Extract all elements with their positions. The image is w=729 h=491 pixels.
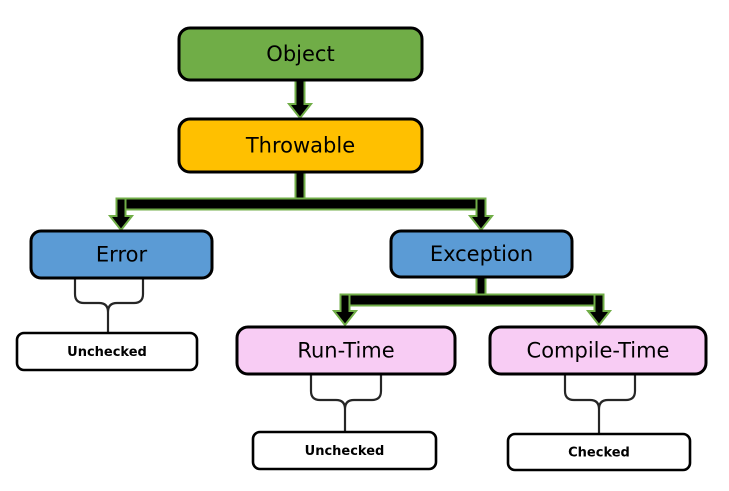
connector-exception-to-children [331, 276, 613, 327]
arrow-shape [286, 79, 314, 120]
node-compiletime[interactable]: Compile-Time [488, 325, 708, 376]
node-box-compiletime-checked[interactable] [506, 432, 692, 472]
brace-curve [73, 278, 145, 313]
node-label-compiletime: Compile-Time [527, 339, 670, 363]
node-box-runtime-unchecked[interactable] [251, 430, 438, 471]
node-label-runtime: Run-Time [297, 339, 394, 363]
connector-object-to-throwable [286, 79, 314, 120]
brace-curve [563, 374, 637, 410]
node-label-exception: Exception [430, 242, 533, 266]
arrow-shape-right [467, 197, 495, 232]
node-label-error: Error [96, 243, 148, 267]
node-error[interactable]: Error [29, 229, 214, 280]
node-label-compiletime-checked: Checked [568, 446, 630, 461]
arrow-shape-right [585, 293, 613, 327]
node-label-error-unchecked: Unchecked [67, 345, 147, 360]
node-box-runtime[interactable] [235, 325, 457, 376]
connector-runtime-brace [309, 374, 383, 431]
node-runtime-unchecked[interactable]: Unchecked [251, 430, 438, 471]
connector-throwable-to-children [107, 171, 495, 232]
arrow-shape-left [107, 197, 135, 232]
node-box-error-unchecked[interactable] [15, 331, 199, 372]
connector-compiletime-brace [563, 374, 637, 433]
node-compiletime-checked[interactable]: Checked [506, 432, 692, 472]
node-label-throwable: Throwable [245, 134, 355, 158]
connector-bar [115, 197, 487, 211]
arrow-shape-left [331, 293, 359, 327]
connector-bar [339, 293, 605, 307]
node-label-object: Object [266, 42, 334, 66]
connector-error-brace [73, 278, 145, 332]
node-runtime[interactable]: Run-Time [235, 325, 457, 376]
node-box-compiletime[interactable] [488, 325, 708, 376]
node-box-object[interactable] [177, 26, 424, 82]
node-label-runtime-unchecked: Unchecked [305, 444, 385, 459]
node-exception[interactable]: Exception [389, 229, 574, 279]
node-error-unchecked[interactable]: Unchecked [15, 331, 199, 372]
node-box-exception[interactable] [389, 229, 574, 279]
node-throwable[interactable]: Throwable [177, 117, 424, 174]
brace-curve [309, 374, 383, 410]
node-box-error[interactable] [29, 229, 214, 280]
node-box-throwable[interactable] [177, 117, 424, 174]
node-object[interactable]: Object [177, 26, 424, 82]
